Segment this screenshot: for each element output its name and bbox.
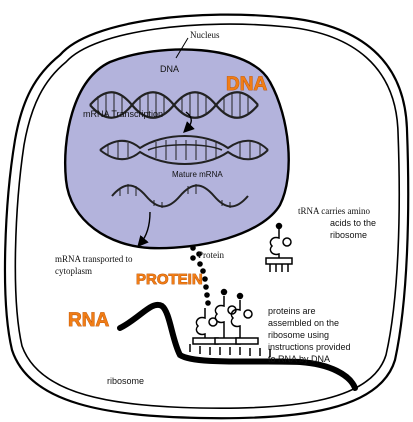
mature-mrna-label: Mature mRNA (172, 170, 223, 179)
transport-arrow (137, 211, 151, 248)
protein-small-label: Protein (198, 250, 224, 260)
ribosome-trna-right (230, 292, 259, 345)
dna-small-label: DNA (160, 64, 179, 74)
ribosome-trna-middle (214, 288, 241, 345)
dna-helix (89, 91, 259, 119)
mature-mrna-ticks (119, 184, 231, 208)
ribosome-mrna-strand (117, 301, 358, 391)
cell-membrane-outer (3, 13, 410, 420)
transcription-arrow (183, 111, 195, 133)
protein-chain (190, 245, 211, 306)
dna-big-label: DNA (226, 74, 267, 95)
nucleus-pointer (175, 37, 189, 59)
assembly-label-line4: instructions provided (268, 342, 351, 352)
trna-label-line3: ribosome (330, 230, 367, 240)
trna-label-line1: tRNA carries amino (298, 206, 370, 216)
ribosome-label: ribosome (107, 376, 144, 386)
nucleus-label: Nucleus (190, 30, 220, 40)
transport-label-line2: cytoplasm (55, 266, 92, 276)
transport-label-line1: mRNA transported to (55, 254, 133, 264)
protein-big-label: PROTEIN (136, 271, 203, 288)
trna-label-line2: acids to the (330, 218, 376, 228)
transcription-helix (99, 135, 269, 165)
assembly-label-line1: proteins are (268, 306, 316, 316)
nucleus (64, 48, 290, 250)
assembly-label-line3: ribosome using (268, 330, 329, 340)
ribosome-mrna-ticks (189, 344, 271, 357)
rna-big-label: RNA (68, 310, 109, 331)
transcription-label: mRNA Transcription (83, 109, 163, 119)
assembly-label-line2: assembled on the (268, 318, 339, 328)
assembly-label-line5: to RNA by DNA (268, 354, 330, 364)
trna-molecule (265, 222, 293, 272)
